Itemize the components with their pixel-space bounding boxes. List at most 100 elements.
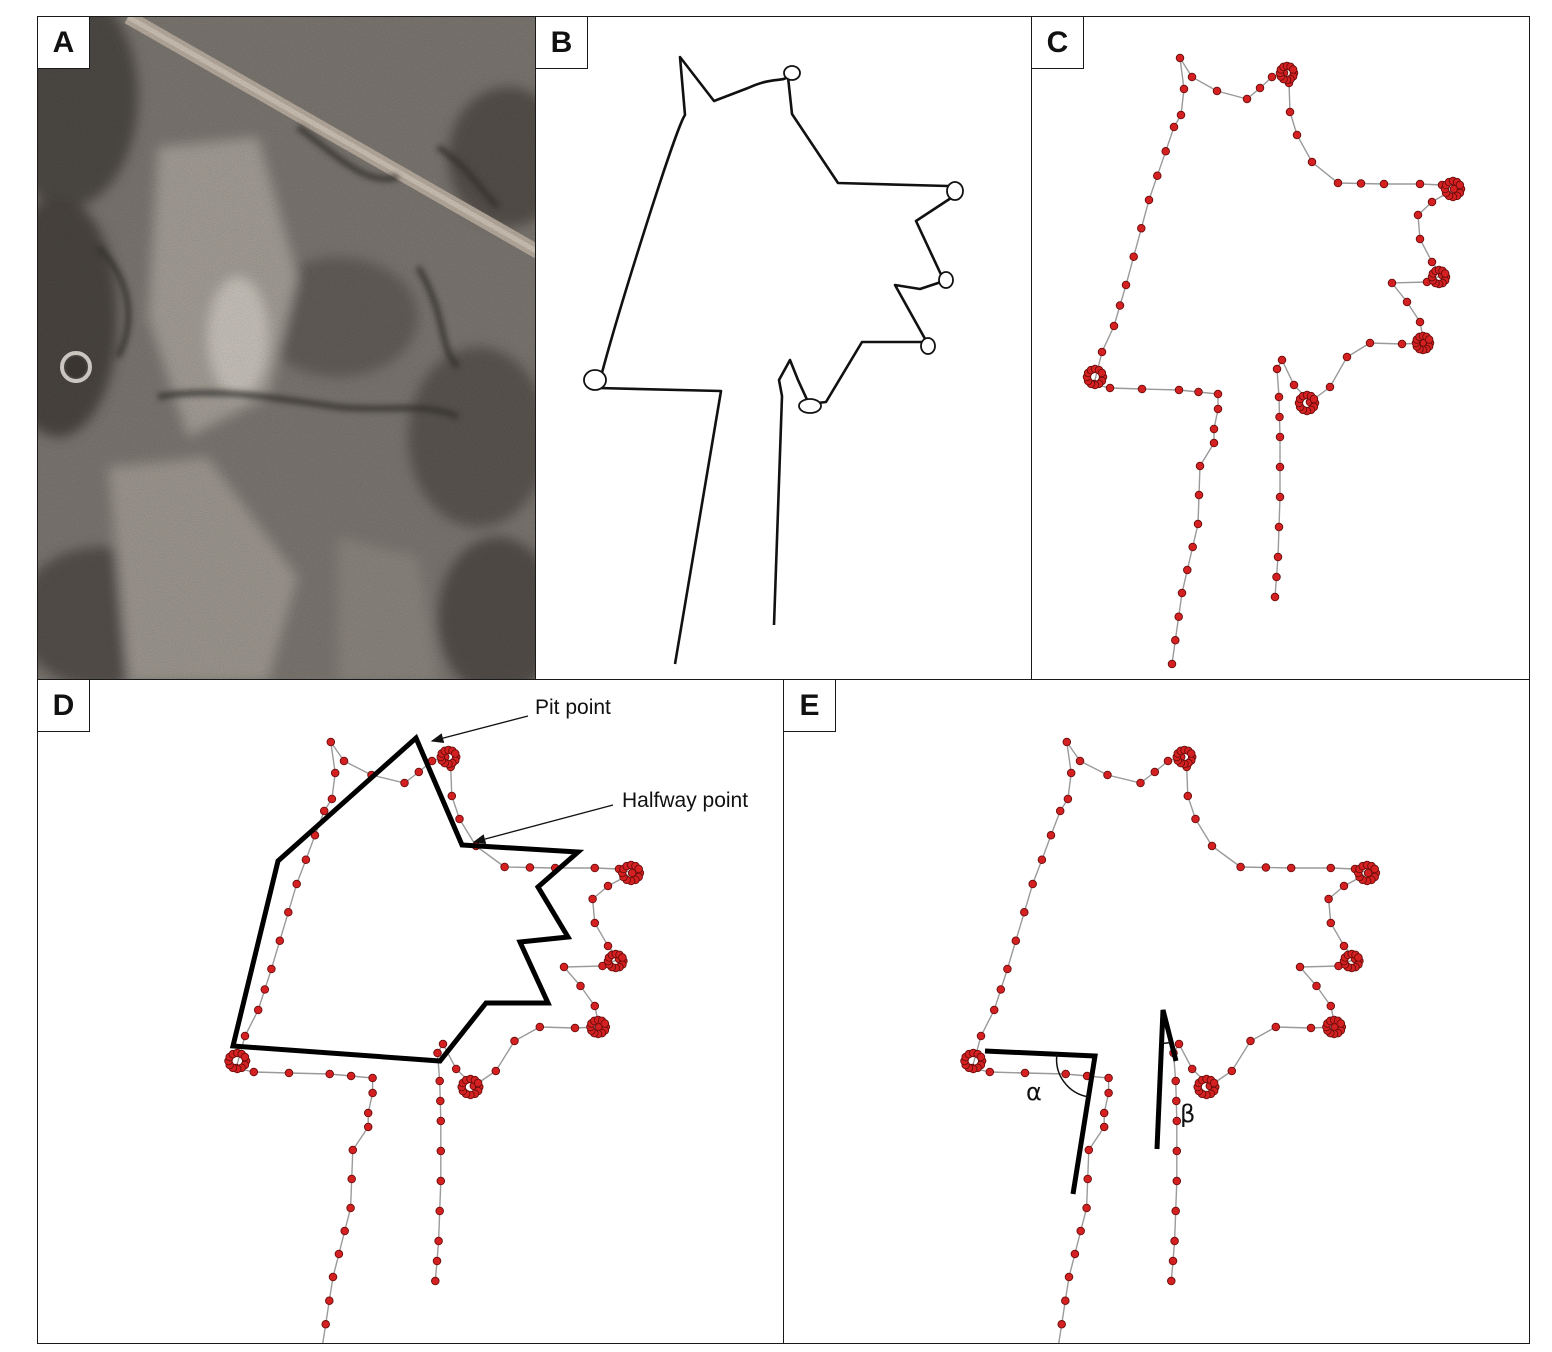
- gps-point: [1274, 522, 1284, 532]
- gps-point: [1187, 1064, 1197, 1074]
- gps-point: [1020, 1068, 1030, 1078]
- aerial-photo: [38, 17, 536, 680]
- pit-marker: [946, 181, 964, 201]
- gps-point: [433, 1048, 442, 1058]
- gps-point: [1144, 195, 1154, 205]
- gps-point: [1209, 1078, 1219, 1088]
- gps-point: [1397, 339, 1407, 349]
- gps-point: [1174, 1039, 1184, 1049]
- gps-point: [525, 863, 535, 872]
- gps-point: [1167, 1276, 1176, 1286]
- gps-point: [1213, 404, 1223, 414]
- gps-point: [590, 1001, 600, 1011]
- gps-point: [618, 953, 627, 962]
- gps-point: [1097, 347, 1107, 357]
- gps-point: [1061, 1069, 1070, 1079]
- gps-point: [1415, 179, 1425, 189]
- beta-angle-arc: [1161, 1041, 1172, 1044]
- gps-point: [1326, 918, 1336, 928]
- gps-point: [436, 1116, 446, 1126]
- gps-point: [1275, 432, 1285, 442]
- gps-point: [1129, 252, 1138, 261]
- gps-point: [1289, 380, 1299, 390]
- gps-point: [1083, 1174, 1092, 1184]
- gps-point: [1172, 1096, 1181, 1106]
- beta-symbol: β: [1180, 1100, 1195, 1128]
- gps-point: [1171, 1206, 1180, 1216]
- gps-point: [1275, 462, 1285, 472]
- gps-point: [1028, 879, 1037, 889]
- gps-point: [1193, 519, 1203, 529]
- trace-line: [1093, 57, 1456, 665]
- pit-point-label: Pit point: [535, 696, 611, 719]
- gps-point: [1274, 392, 1284, 402]
- gps-point: [1286, 863, 1296, 873]
- panel-a: A: [37, 16, 537, 681]
- gps-point: [1167, 659, 1177, 669]
- gps-point: [436, 1096, 445, 1106]
- gps-point: [1194, 387, 1203, 397]
- gps-point: [1121, 280, 1131, 290]
- gps-point: [1288, 65, 1298, 74]
- gps-point: [368, 1073, 377, 1083]
- gps-point: [1271, 1022, 1281, 1032]
- gps-point: [1175, 53, 1185, 63]
- alpha-symbol: α: [1026, 1078, 1042, 1106]
- gps-point: [559, 962, 569, 972]
- gps-point: [267, 964, 276, 974]
- pit-marker: [920, 337, 936, 355]
- gps-point: [1115, 301, 1125, 310]
- gps-point: [1306, 1023, 1316, 1033]
- gps-point: [1172, 1146, 1182, 1156]
- gps-point: [1336, 1019, 1346, 1028]
- gps-point: [535, 1022, 545, 1032]
- gps-point: [414, 767, 424, 777]
- gps-point: [1194, 490, 1204, 500]
- gps-point: [1137, 384, 1147, 394]
- gps-point: [1325, 382, 1335, 392]
- gps-point: [588, 894, 597, 904]
- gps-point: [1255, 83, 1265, 93]
- gps-point: [1097, 368, 1107, 378]
- gps-point: [1064, 1272, 1074, 1282]
- pit-halfway-plot: Pit point Halfway point: [224, 696, 748, 1343]
- gps-point: [435, 1076, 444, 1086]
- gps-point: [1455, 180, 1465, 190]
- gps-point: [1099, 1122, 1109, 1132]
- gps-point: [346, 1203, 355, 1213]
- gps-point: [1267, 72, 1277, 82]
- gps-point: [1171, 1076, 1180, 1086]
- gps-point: [436, 1176, 446, 1186]
- gps-point: [996, 985, 1006, 994]
- panel-d: D Pit point Halfway point: [37, 679, 785, 1344]
- gps-point: [346, 1071, 356, 1081]
- gps-point: [1046, 831, 1056, 840]
- gps-point: [1082, 1203, 1091, 1213]
- gps-point: [1163, 756, 1173, 766]
- gps-point: [1324, 894, 1333, 904]
- gps-point: [450, 749, 460, 758]
- panel-label-c: C: [1032, 17, 1084, 69]
- gps-point: [1354, 953, 1363, 962]
- gps-point: [1084, 1145, 1094, 1155]
- gps-point: [1213, 389, 1223, 399]
- gps-point: [1312, 981, 1321, 991]
- gps-points-plot: [1082, 53, 1466, 669]
- gps-point: [310, 831, 320, 840]
- gps-point: [1075, 756, 1085, 766]
- gps-point: [603, 941, 613, 951]
- gps-point: [1109, 321, 1119, 331]
- gps-point: [1105, 383, 1115, 393]
- gps-point: [363, 1122, 373, 1132]
- gps-point: [1172, 1116, 1182, 1126]
- gps-point: [1104, 1088, 1113, 1098]
- gps-point: [600, 1019, 610, 1028]
- gps-point: [1246, 1036, 1255, 1046]
- gps-point: [1057, 1320, 1066, 1329]
- panel-e: E α β: [783, 679, 1530, 1344]
- gps-point: [1427, 257, 1437, 267]
- gps-point: [347, 1174, 356, 1184]
- gps-point: [327, 794, 337, 804]
- gps-point: [1174, 385, 1184, 395]
- gps-point: [447, 791, 457, 801]
